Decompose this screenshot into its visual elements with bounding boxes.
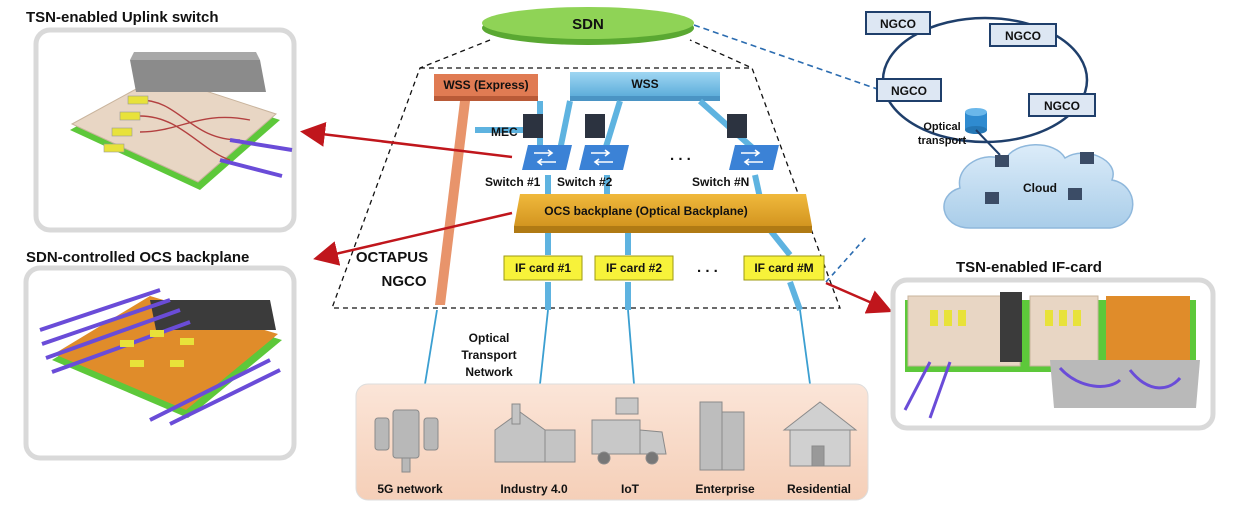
service-iot: IoT: [621, 482, 640, 496]
wss-label: WSS: [631, 77, 658, 91]
ifcard-to-ngco-link: [825, 234, 869, 283]
ngco-node-1: NGCO: [865, 11, 931, 35]
switch-n-label: Switch #N: [692, 175, 749, 189]
if-card-2-label: IF card #2: [606, 261, 662, 275]
iot-truck-icon: [591, 397, 667, 465]
sdn-controller: SDN: [482, 7, 694, 45]
if-card-m: IF card #M: [743, 255, 825, 281]
residential-icon: [782, 401, 858, 467]
svg-text:NGCO: NGCO: [1044, 99, 1080, 113]
if-card-2: IF card #2: [594, 255, 674, 281]
switch-2: [579, 145, 629, 170]
ngco-node-2: NGCO: [989, 23, 1057, 47]
uplink-switch-title: TSN-enabled Uplink switch: [26, 9, 219, 26]
cloud: Cloud: [943, 129, 1134, 229]
service-enterprise: Enterprise: [695, 482, 755, 496]
if-card-1-label: IF card #1: [515, 261, 571, 275]
otn-label-line1: Optical: [469, 331, 510, 345]
switch-1-label: Switch #1: [485, 175, 541, 189]
if-card-panel: [890, 277, 1216, 431]
industry-icon: [494, 403, 576, 463]
switch-ellipsis: . . .: [670, 147, 691, 164]
sdn-label: SDN: [572, 16, 604, 33]
wss-express-label: WSS (Express): [443, 78, 528, 92]
5g-network-icon: [374, 409, 439, 473]
services-panel: 5G network Industry 4.0 IoT Enterprise R…: [355, 383, 869, 501]
cloud-server-icons: [985, 152, 1094, 204]
ocs-backplane-label: OCS backplane (Optical Backplane): [544, 204, 747, 218]
enterprise-icon: [699, 401, 745, 471]
optical-transport-line1: Optical: [923, 121, 960, 133]
cloud-label: Cloud: [1023, 181, 1057, 195]
optical-transport-line2: transport: [918, 135, 967, 147]
if-card-1: IF card #1: [503, 255, 583, 281]
access-fibers: [424, 309, 811, 385]
switch-1: [522, 145, 572, 170]
ocs-backplane-title: SDN-controlled OCS backplane: [26, 249, 249, 266]
if-card-ellipsis: . . .: [697, 259, 718, 276]
service-residential: Residential: [787, 482, 851, 496]
uplink-switch-panel: [33, 27, 297, 233]
ngco-node-3: NGCO: [876, 78, 942, 102]
arrow-to-uplink-switch: [300, 121, 513, 159]
arrow-to-if-card: [825, 281, 893, 314]
express-fiber: [435, 101, 470, 305]
ngco-ring: NGCO NGCO NGCO NGCO Optical transport: [865, 11, 1096, 147]
mec-label: MEC: [491, 125, 518, 139]
ngco-label: NGCO: [382, 273, 427, 290]
wss-express: WSS (Express): [434, 74, 538, 101]
svg-text:NGCO: NGCO: [1005, 29, 1041, 43]
ocs-backplane-panel: [23, 265, 297, 461]
ngco-node-4: NGCO: [1028, 93, 1096, 117]
mec-servers: MEC: [491, 114, 747, 139]
service-industry: Industry 4.0: [500, 482, 568, 496]
arrow-to-ocs-backplane: [313, 211, 513, 266]
switch-n: [729, 145, 779, 170]
switch-2-label: Switch #2: [557, 175, 613, 189]
service-5g: 5G network: [377, 482, 443, 496]
wss-main: WSS: [570, 72, 720, 101]
otn-label-line2: Transport: [461, 348, 516, 362]
if-card-m-label: IF card #M: [754, 261, 813, 275]
ocs-backplane: OCS backplane (Optical Backplane): [514, 194, 812, 233]
ngco-boundary: [331, 39, 841, 309]
otn-label-line3: Network: [465, 365, 513, 379]
if-card-title: TSN-enabled IF-card: [956, 259, 1102, 276]
octapus-label: OCTAPUS: [356, 249, 428, 266]
sdn-to-ngco-link: [693, 24, 881, 91]
svg-text:NGCO: NGCO: [891, 84, 927, 98]
svg-text:NGCO: NGCO: [880, 17, 916, 31]
